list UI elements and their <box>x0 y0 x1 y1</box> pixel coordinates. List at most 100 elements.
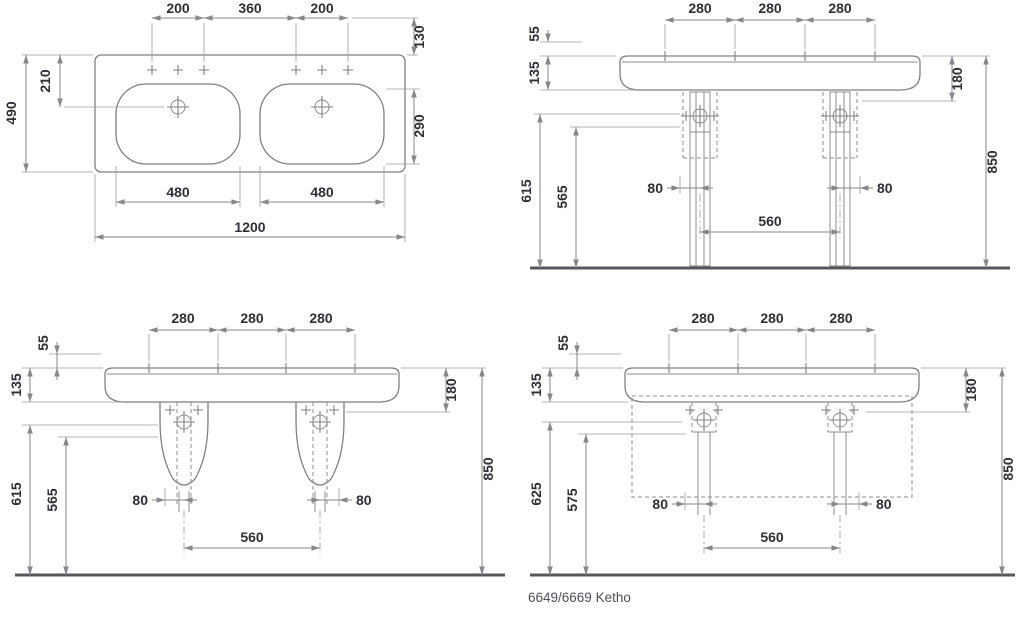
dim-label-lower-clearance: 575 <box>564 488 580 512</box>
dimension-lines <box>547 327 1005 575</box>
bolt-icon <box>328 404 340 416</box>
tap-hole-icon <box>198 64 210 76</box>
tap-hole-icon <box>799 50 811 62</box>
dim-label-spacing-3: 280 <box>828 0 852 16</box>
dim-label-offset-left: 80 <box>647 180 663 196</box>
dim-label-spacing-1: 280 <box>688 0 712 16</box>
dim-label-outlet-drop: 180 <box>443 378 459 402</box>
front-view-siphon-panel: 280 280 280 55 135 615 565 180 850 80 80… <box>8 310 505 577</box>
dim-label-rim: 55 <box>35 335 51 351</box>
extension-lines <box>534 24 990 238</box>
dim-label-offset-right: 80 <box>876 496 892 512</box>
front-view-wall-drain-panel: 280 280 280 55 135 615 565 180 850 80 80… <box>518 0 1010 270</box>
dim-label-offset-right: 80 <box>356 492 372 508</box>
dim-label-outlet-drop: 180 <box>963 378 979 402</box>
dim-label-offset-left: 80 <box>652 496 668 512</box>
drain-icon <box>172 410 196 434</box>
drain-icon <box>828 104 852 128</box>
dim-label-drain-centers: 560 <box>758 213 782 229</box>
drain-icon <box>308 410 332 434</box>
dim-label-height: 850 <box>480 457 496 481</box>
furniture-unit-outline <box>631 395 913 498</box>
model-caption: 6649/6669 Ketho <box>528 590 631 605</box>
bolt-icon <box>164 404 176 416</box>
tap-hole-icon <box>659 50 671 62</box>
tap-hole-icon <box>146 64 158 76</box>
tap-hole-icon <box>869 50 881 62</box>
dim-label-rear-edge: 130 <box>411 25 427 49</box>
bolt-icon <box>684 404 696 416</box>
washbasin-profile <box>104 367 400 403</box>
siphon-cover-left <box>159 402 209 512</box>
dim-label-spacing-2: 280 <box>758 0 782 16</box>
tap-hole-icon <box>342 64 354 76</box>
dim-label-spacing-3: 280 <box>309 310 333 326</box>
dim-label-upper-clearance: 615 <box>8 482 24 506</box>
washbasin-deck-outline <box>94 54 406 173</box>
dim-label-spacing-3: 280 <box>829 310 853 326</box>
dimension-lines <box>23 15 417 240</box>
extension-lines <box>542 334 1006 554</box>
dim-label-apron: 135 <box>528 373 544 397</box>
dim-label-height: 850 <box>984 150 1000 174</box>
dim-label-outlet-drop: 180 <box>949 67 965 91</box>
drain-unit-left <box>684 402 724 515</box>
plan-view-panel: 200 360 200 130 290 490 210 480 480 1200 <box>3 0 427 242</box>
bolt-icon <box>712 404 724 416</box>
dim-label-bowl-depth: 290 <box>411 114 427 138</box>
tap-hole-icon <box>732 362 744 374</box>
dim-label-drain-centers: 560 <box>760 529 784 545</box>
drain-unit-right <box>820 402 860 515</box>
dim-label-overall-depth: 490 <box>3 101 19 125</box>
dim-label-apron: 135 <box>526 61 542 85</box>
dim-label-tap-inset: 210 <box>37 69 53 93</box>
dim-label-height: 850 <box>1000 457 1016 481</box>
dim-label-spacing-1: 280 <box>171 310 195 326</box>
dim-label-spacing-2: 280 <box>760 310 784 326</box>
bolt-icon <box>848 404 860 416</box>
extension-lines <box>22 17 420 242</box>
bolt-icon <box>820 404 832 416</box>
drain-icon <box>828 408 852 432</box>
dim-label-upper-clearance: 625 <box>528 482 544 506</box>
dimension-lines <box>27 327 485 575</box>
drain-unit-right <box>820 91 860 267</box>
dim-label-bowl-right: 480 <box>310 184 334 200</box>
washbasin-profile <box>624 367 920 403</box>
dim-label-offset-right: 80 <box>877 180 893 196</box>
bolt-icon <box>192 404 204 416</box>
tap-hole-icon <box>212 362 224 374</box>
dim-label-offset-left: 80 <box>132 492 148 508</box>
tap-hole-icon <box>290 64 302 76</box>
tap-hole-icon <box>349 362 361 374</box>
dim-label-tap-center: 360 <box>238 0 262 16</box>
drain-icon <box>688 104 712 128</box>
bowl-right-outline <box>259 83 385 165</box>
tap-hole-icon <box>316 64 328 76</box>
tap-hole-icon <box>280 362 292 374</box>
bolt-icon <box>300 404 312 416</box>
dim-label-rim: 55 <box>526 26 542 42</box>
siphon-cover-right <box>295 402 345 512</box>
dim-label-drain-centers: 560 <box>240 529 264 545</box>
drain-unit-left <box>680 91 720 267</box>
extension-lines <box>22 334 486 554</box>
tap-hole-markers <box>146 64 354 119</box>
tap-hole-icon <box>143 362 155 374</box>
washbasin-profile <box>619 55 921 91</box>
tap-hole-icon <box>172 64 184 76</box>
bowl-left-outline <box>115 83 241 165</box>
drain-icon <box>692 408 716 432</box>
dim-label-rim: 55 <box>555 335 571 351</box>
tap-hole-icon <box>729 50 741 62</box>
drain-icon <box>310 95 334 119</box>
dim-label-upper-clearance: 615 <box>518 179 534 203</box>
dim-label-apron: 135 <box>8 373 24 397</box>
tap-hole-icon <box>869 362 881 374</box>
dimension-lines <box>537 17 989 268</box>
tap-hole-icon <box>800 362 812 374</box>
drain-icon <box>166 95 190 119</box>
dim-label-spacing-2: 280 <box>240 310 264 326</box>
